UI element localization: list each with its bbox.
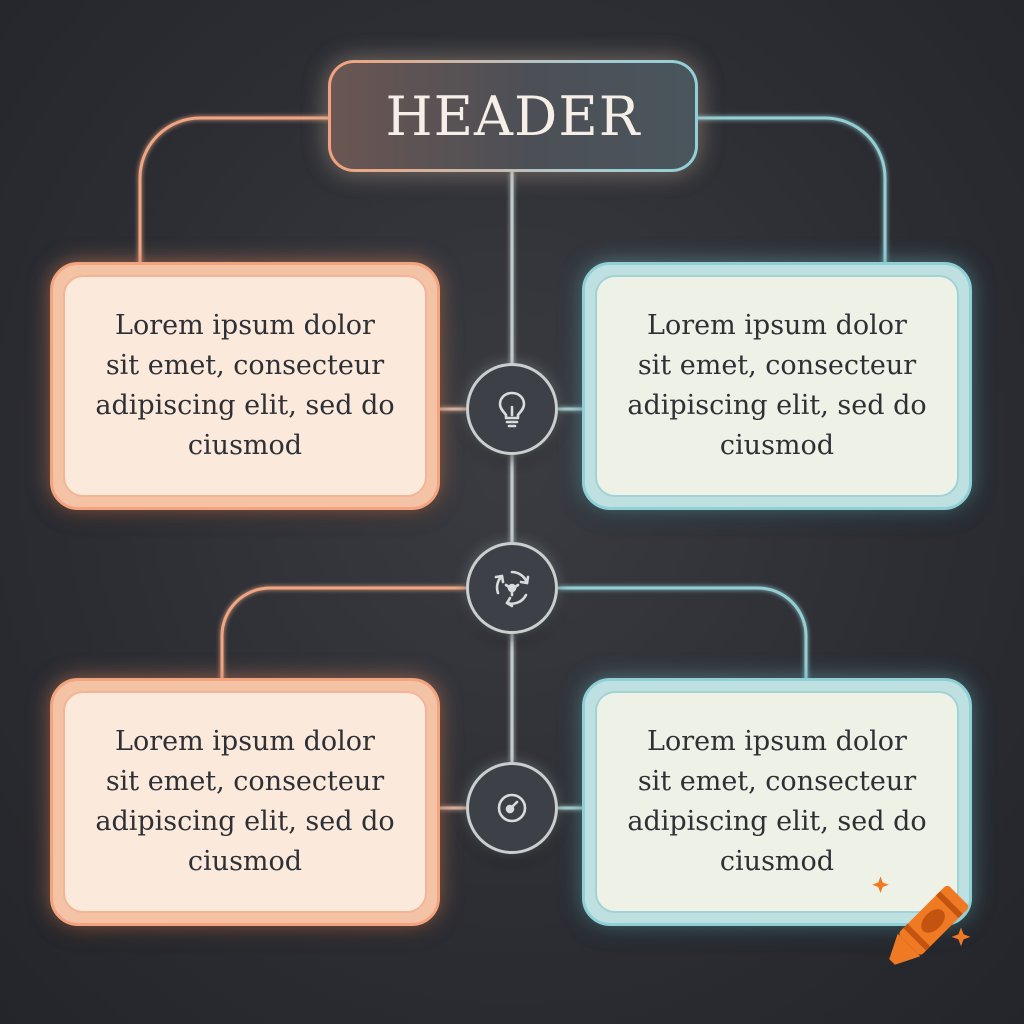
card-top-right-text: Lorem ipsum dolor sit emet, consecteur a… [627,310,927,461]
card-bottom-left: Lorem ipsum dolor sit emet, consecteur a… [50,678,440,926]
card-top-left-text: Lorem ipsum dolor sit emet, consecteur a… [95,310,395,461]
card-top-left: Lorem ipsum dolor sit emet, consecteur a… [50,262,440,510]
connector-node2-bottom-right [558,586,808,680]
card-bottom-right-text: Lorem ipsum dolor sit emet, consecteur a… [627,726,927,877]
node-cycle [466,542,558,634]
node-target [466,762,558,854]
cycle-icon [494,570,530,608]
card-bottom-left-text: Lorem ipsum dolor sit emet, consecteur a… [95,726,395,877]
header-box: HEADER [328,60,698,172]
connector-header-top-left [138,116,330,264]
crayon-logo-icon [872,876,971,965]
node-lightbulb [466,363,558,455]
card-bottom-right: Lorem ipsum dolor sit emet, consecteur a… [582,678,972,926]
connector-header-top-right [696,116,887,264]
card-top-right: Lorem ipsum dolor sit emet, consecteur a… [582,262,972,510]
lightbulb-icon [498,391,526,428]
connector-node2-bottom-left [220,586,466,680]
target-icon [497,793,527,823]
header-title: HEADER [385,84,641,148]
